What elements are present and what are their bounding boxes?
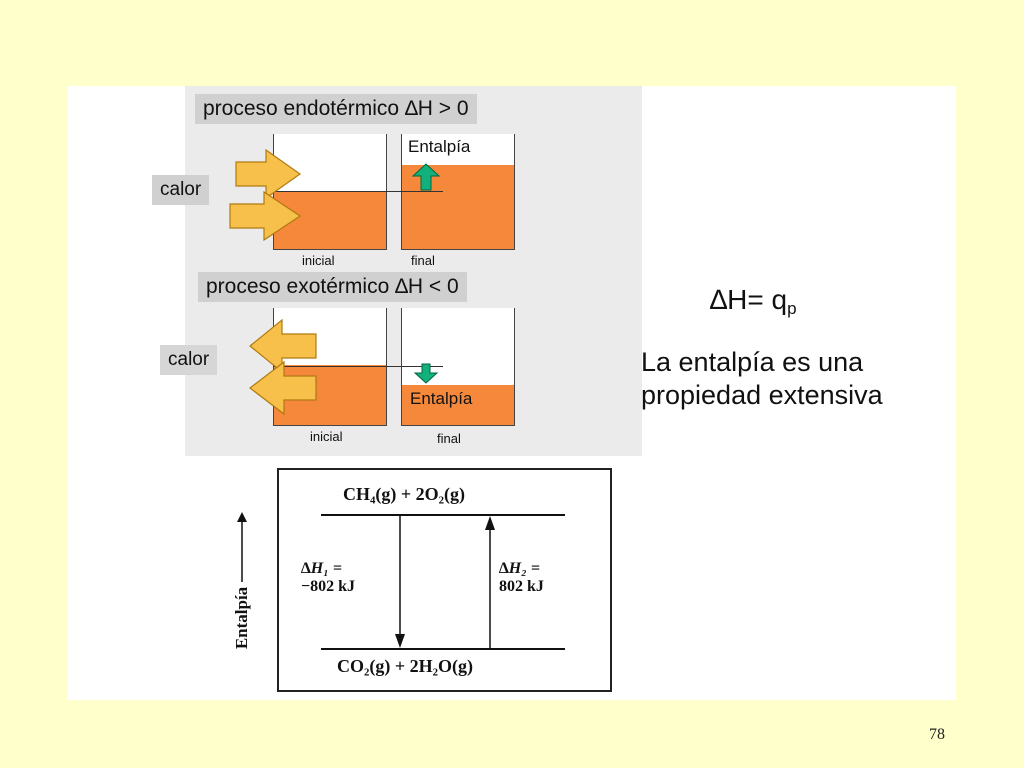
enthalpy-axis: Entalpía xyxy=(222,512,262,652)
products-level-label: CO₂(g) + 2H₂O(g) xyxy=(337,656,474,676)
endothermic-enthalpy-label: Entalpía xyxy=(408,137,471,156)
exothermic-reference-line xyxy=(273,366,443,367)
endothermic-title: proceso endotérmico ∆H > 0 xyxy=(195,94,477,124)
endothermic-final-beaker xyxy=(401,134,515,250)
endothermic-final-label: final xyxy=(411,253,435,268)
axis-up-arrow-icon xyxy=(237,512,247,582)
dh2-label: ∆H₂ = xyxy=(499,560,540,577)
page-number: 78 xyxy=(929,726,945,743)
reactants-level-label: CH₄(g) + 2O₂(g) xyxy=(343,484,466,504)
dh1-down-arrow-icon xyxy=(395,516,405,648)
dh1-value: −802 kJ xyxy=(301,578,356,595)
formula-subscript: p xyxy=(787,299,797,318)
statement-line-2: propiedad extensiva xyxy=(641,380,883,410)
exothermic-heat-label: calor xyxy=(160,345,218,375)
dh1-label: ∆H₁ = xyxy=(301,560,342,577)
energy-level-diagram: CH₄(g) + 2O₂(g) CO₂(g) + 2H₂O(g) ∆H₁ = −… xyxy=(277,468,612,692)
enthalpy-up-arrow-icon xyxy=(411,163,441,191)
exothermic-final-label: final xyxy=(437,431,461,446)
exothermic-title: proceso exotérmico ∆H < 0 xyxy=(198,272,467,302)
enthalpy-formula: ∆H= qp xyxy=(710,284,797,319)
extensive-property-statement: La entalpía es una propiedad extensiva xyxy=(641,346,883,412)
endothermic-initial-label: inicial xyxy=(302,253,335,268)
reactants-level-line xyxy=(321,514,565,516)
endothermic-heat-label: calor xyxy=(152,175,210,205)
dh1-annotation: ∆H₁ = −802 kJ xyxy=(301,560,355,596)
endothermic-reference-line xyxy=(273,191,443,192)
formula-lhs: ∆H= q xyxy=(710,284,788,315)
heat-out-arrows-icon xyxy=(249,318,317,416)
dh2-up-arrow-icon xyxy=(485,516,495,648)
heat-in-arrows-icon xyxy=(229,148,302,242)
endothermic-initial-beaker xyxy=(273,134,387,250)
enthalpy-down-arrow-icon xyxy=(413,363,439,384)
exothermic-enthalpy-label: Entalpía xyxy=(410,389,473,408)
enthalpy-axis-label: Entalpía xyxy=(232,586,251,650)
products-level-line xyxy=(321,648,565,650)
statement-line-1: La entalpía es una xyxy=(641,347,864,377)
dh2-value: 802 kJ xyxy=(499,578,544,595)
dh2-annotation: ∆H₂ = 802 kJ xyxy=(499,560,544,596)
exothermic-initial-label: inicial xyxy=(310,429,343,444)
exothermic-final-beaker xyxy=(401,308,515,426)
